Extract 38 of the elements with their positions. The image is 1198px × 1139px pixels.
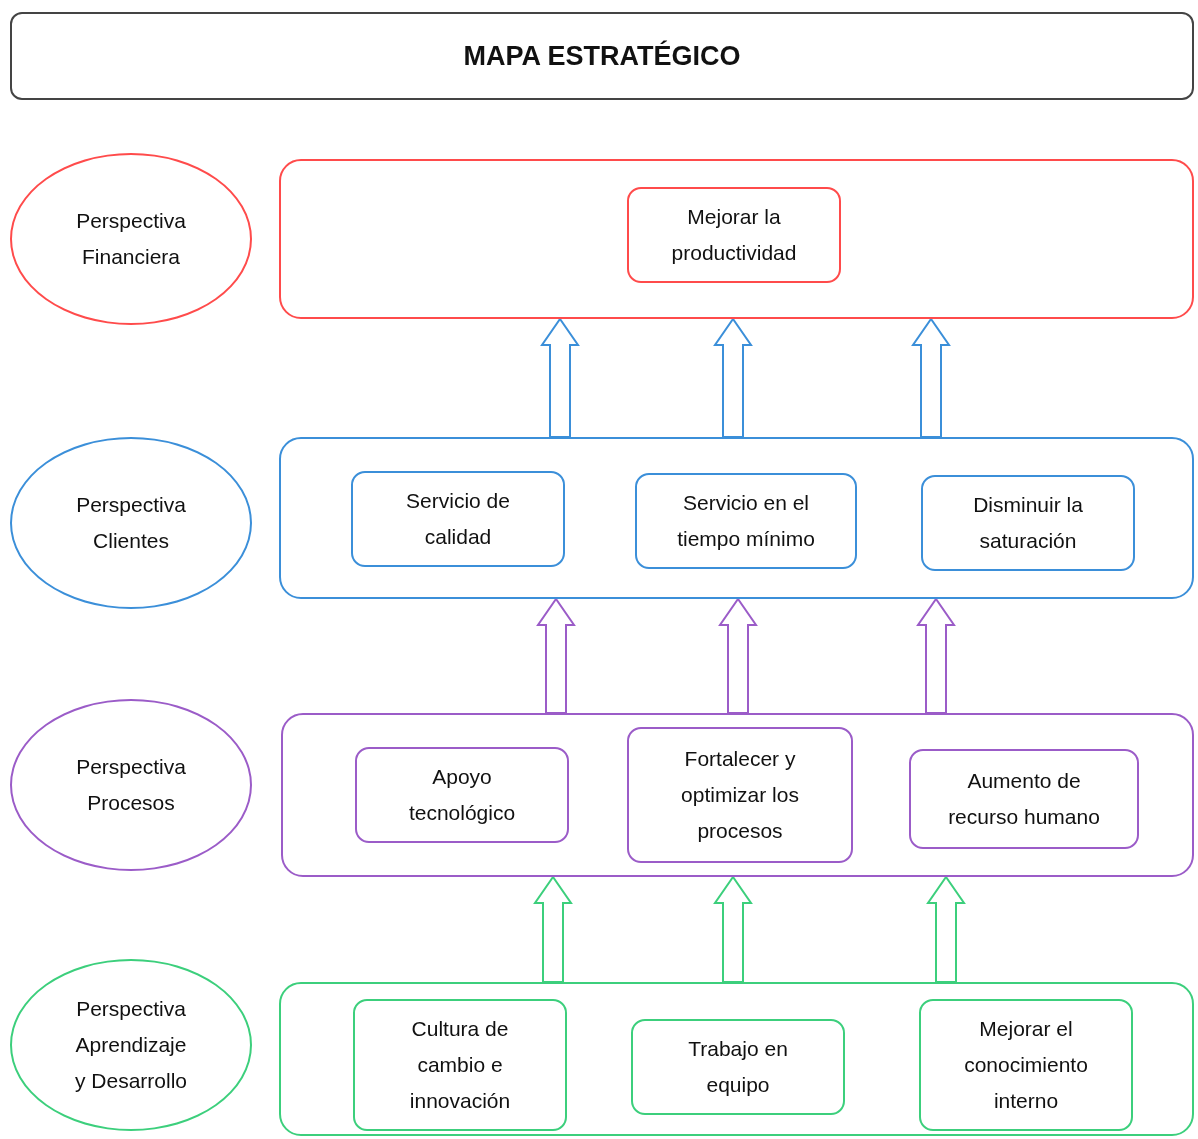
objective-box bbox=[627, 727, 853, 863]
node-label: Perspectiva Clientes bbox=[75, 492, 187, 554]
objective-box bbox=[921, 475, 1135, 571]
node-label: Perspectiva Financiera bbox=[75, 208, 187, 270]
node-label: Perspectiva Procesos bbox=[75, 754, 187, 816]
block-arrow bbox=[926, 875, 966, 983]
block-arrow bbox=[533, 875, 573, 983]
node-label: Mejorar la productividad bbox=[670, 204, 798, 266]
node-label: Mejorar el conocimiento interno bbox=[963, 1016, 1089, 1114]
node-label: Apoyo tecnológico bbox=[407, 764, 517, 826]
block-arrow bbox=[713, 317, 753, 438]
objective-box bbox=[635, 473, 857, 569]
block-arrow bbox=[540, 317, 580, 438]
objective-box bbox=[355, 747, 569, 843]
title-box: MAPA ESTRATÉGICO bbox=[10, 12, 1194, 100]
block-arrow bbox=[713, 875, 753, 983]
perspective-band bbox=[279, 982, 1194, 1136]
node-label: Disminuir la saturación bbox=[972, 492, 1084, 554]
node-label: Fortalecer y optimizar los procesos bbox=[680, 746, 800, 844]
node-label: Servicio de calidad bbox=[405, 488, 511, 550]
objective-box bbox=[631, 1019, 845, 1115]
objective-box bbox=[919, 999, 1133, 1131]
block-arrow bbox=[911, 317, 951, 438]
objective-box bbox=[909, 749, 1139, 849]
block-arrow bbox=[718, 597, 758, 714]
objective-box bbox=[627, 187, 841, 283]
perspective-band bbox=[279, 159, 1194, 319]
objective-box bbox=[353, 999, 567, 1131]
node-label: Perspectiva Aprendizaje y Desarrollo bbox=[73, 996, 188, 1094]
node-label: Trabajo en equipo bbox=[687, 1036, 789, 1098]
perspective-band bbox=[279, 437, 1194, 599]
perspective-band bbox=[281, 713, 1194, 877]
objective-box bbox=[351, 471, 565, 567]
block-arrow bbox=[536, 597, 576, 714]
node-label: Servicio en el tiempo mínimo bbox=[676, 490, 816, 552]
node-label: Aumento de recurso humano bbox=[947, 768, 1101, 830]
node-label: Cultura de cambio e innovación bbox=[408, 1016, 512, 1114]
block-arrow bbox=[916, 597, 956, 714]
